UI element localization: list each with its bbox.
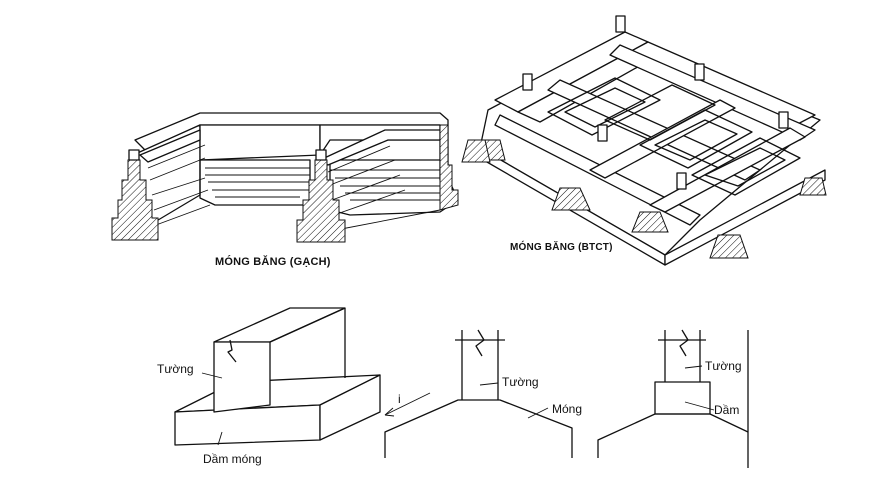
footing-section-drawing — [384, 329, 573, 458]
footing-beam-section-drawing — [597, 329, 749, 468]
rc-strip-caption: MÓNG BĂNG (BTCT) — [510, 240, 613, 253]
iso-wall-label: Tường — [157, 362, 194, 376]
mid-footing-label: Móng — [552, 402, 582, 416]
isometric-wall-beam-drawing — [174, 307, 381, 446]
brick-strip-footing-drawing — [111, 112, 459, 243]
mid-slope-mark: i — [398, 392, 401, 406]
rc-strip-footing-drawing — [461, 15, 827, 266]
right-beam-label: Dầm — [714, 403, 739, 417]
right-wall-label: Tường — [705, 359, 742, 373]
mid-wall-label: Tường — [502, 375, 539, 389]
iso-beam-label: Dầm móng — [203, 452, 262, 466]
brick-strip-caption: MÓNG BĂNG (GẠCH) — [215, 255, 331, 268]
